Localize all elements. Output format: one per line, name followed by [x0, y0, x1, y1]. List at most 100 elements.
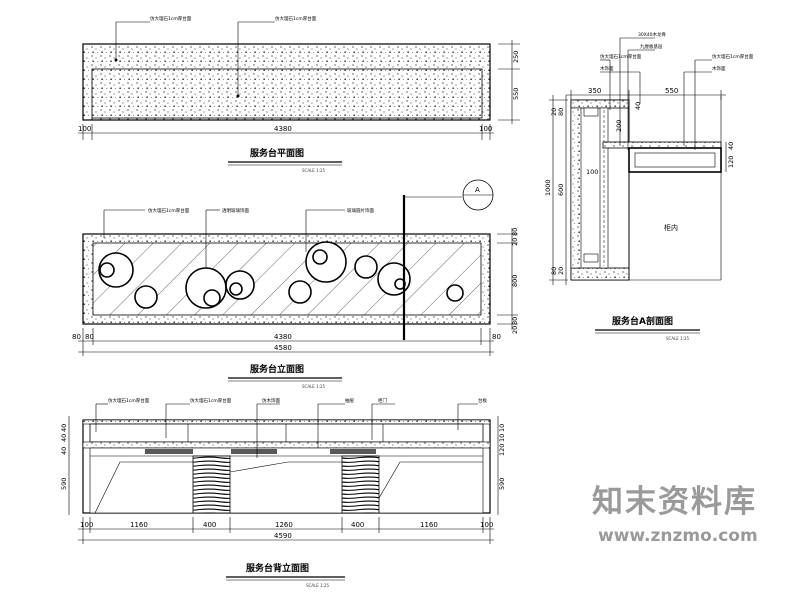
plan-dim-total: 4380 [274, 125, 292, 133]
section-dim-inner: 100 [586, 168, 598, 176]
plan-dim-right: 100 [479, 125, 492, 133]
back-wood-panel [192, 455, 231, 514]
section-dim-left: 20 [557, 267, 565, 275]
section-dim-left: 20 [550, 108, 558, 116]
elevation-callout-2: 透明玻璃饰面 [222, 207, 249, 214]
section-dim-right: 120 [727, 156, 735, 168]
back-elevation: 仿大理石1cm厚台面 仿大理石1cm厚台面 仿木饰面 抽屉 柜门 台板 100 … [60, 397, 506, 588]
back-callout-2: 仿大理石1cm厚台面 [190, 397, 232, 404]
section-callouts [600, 37, 712, 150]
back-dim-right: 120 [498, 444, 506, 456]
plan-callout-2: 仿大理石1cm厚台面 [275, 15, 317, 22]
section-callout-6: 木饰面 [712, 65, 726, 72]
elevation-dim-v: 800 [511, 275, 519, 287]
section-callout-2: 九厘板基层 [640, 43, 663, 50]
plan-dim-v1: 250 [512, 51, 520, 63]
back-dim: 1160 [130, 521, 148, 529]
glass-circle [354, 255, 378, 279]
glass-circle [446, 284, 464, 302]
elevation-dim-v: 20 [511, 326, 519, 334]
back-dim-right: 10 [498, 434, 506, 442]
back-dim-lines [68, 416, 499, 544]
watermark-url: www.znzmo.com [598, 526, 758, 546]
back-dim: 100 [80, 521, 93, 529]
elevation-dim-v: 20 [511, 238, 519, 246]
plan-dim-v2: 550 [512, 88, 520, 100]
back-dim-left: 40 [60, 447, 68, 455]
back-callout-3: 仿木饰面 [262, 397, 280, 404]
section-room-label: 柜内 [664, 223, 678, 232]
plan-view: 仿大理石1cm厚台面 仿大理石1cm厚台面 100 4380 100 250 5… [78, 15, 520, 173]
section-callout-5: 仿大理石1cm厚台面 [712, 53, 754, 60]
glass-circle [98, 252, 134, 288]
plan-callouts [114, 21, 275, 98]
back-drawer-band [89, 423, 484, 443]
elevation-dim-l2: 80 [85, 333, 94, 341]
glass-circle [377, 262, 411, 296]
section-dim-left: 80 [557, 108, 565, 116]
glass-circle [288, 280, 312, 304]
watermark: 知末资料库 www.znzmo.com [592, 484, 758, 546]
plan-title: 服务台平面图 [250, 147, 304, 159]
glass-circle [203, 289, 221, 307]
plan-dim-lines [78, 40, 520, 140]
plan-counter-inner [91, 68, 483, 119]
back-dim-left: 40 [60, 434, 68, 442]
section-title: 服务台A剖面图 [612, 315, 673, 327]
glass-circle [134, 285, 158, 309]
back-callout-6: 台板 [478, 397, 487, 404]
back-elevation-scale: SCALE 1:25 [306, 583, 330, 588]
elevation-dim-v: 80 [511, 228, 519, 236]
plan-callout-1: 仿大理石1cm厚台面 [150, 15, 192, 22]
section-dim-right: 40 [727, 142, 735, 150]
back-dim-left: 590 [60, 478, 68, 490]
section-dim-inner: 200 [615, 120, 623, 132]
back-dim-left: 40 [60, 424, 68, 432]
back-dim-right: 10 [498, 424, 506, 432]
front-elevation: A 仿大理石1cm厚台面 透明玻璃饰面 玻璃圆片饰面 80 8 [72, 179, 519, 389]
back-dim: 1160 [420, 521, 438, 529]
glass-circle [305, 241, 347, 283]
glass-circles [98, 241, 464, 309]
glass-circle [229, 282, 243, 296]
back-callout-4: 抽屉 [345, 397, 354, 404]
section-dim-top: 550 [665, 87, 678, 95]
elevation-scale: SCALE 1:25 [302, 384, 326, 389]
elevation-dim-v: 80 [511, 317, 519, 325]
back-elevation-title: 服务台背立面图 [246, 562, 309, 574]
section-callout-3: 仿大理石1cm厚台面 [600, 53, 642, 60]
section-dim-lines [549, 90, 727, 285]
plan-scale: SCALE 1:25 [302, 168, 326, 173]
back-callout-1: 仿大理石1cm厚台面 [108, 397, 150, 404]
elevation-dim-lines [78, 228, 518, 356]
section-dim-left: 80 [550, 267, 558, 275]
back-dim: 100 [480, 521, 493, 529]
elevation-dim-l1: 80 [72, 333, 81, 341]
back-wood-panel [341, 455, 380, 514]
elevation-callout-1: 仿大理石1cm厚台面 [148, 207, 190, 214]
section-dim-left: 600 [557, 184, 565, 196]
back-callouts [95, 403, 478, 458]
elevation-callouts [103, 209, 345, 268]
back-dim: 400 [351, 521, 364, 529]
back-dim: 1260 [275, 521, 293, 529]
section-dim-left: 1000 [544, 179, 552, 196]
back-dim-right: 590 [498, 478, 506, 490]
glass-circle [99, 262, 115, 278]
glass-circle [312, 249, 328, 265]
elevation-dim-total: 4580 [274, 344, 292, 352]
section-callout-1: 30X40木龙骨 [638, 31, 667, 38]
back-dim-total: 4590 [274, 532, 292, 540]
elevation-dim-inner: 4380 [274, 333, 292, 341]
back-callout-5: 柜门 [378, 397, 387, 404]
section-a: 柜内 30X40木龙骨 九厘板基层 仿大理石1cm厚台面 木饰面 仿大理石1cm… [544, 31, 754, 341]
section-dim-inner: 40 [634, 102, 642, 110]
section-callout-4: 木饰面 [600, 65, 614, 72]
section-marker-label: A [475, 186, 480, 194]
elevation-callout-3: 玻璃圆片饰面 [347, 207, 374, 214]
watermark-main: 知末资料库 [592, 484, 757, 520]
plan-dim-left: 100 [78, 125, 91, 133]
section-scale: SCALE 1:25 [666, 336, 690, 341]
elevation-title: 服务台立面图 [250, 363, 304, 375]
